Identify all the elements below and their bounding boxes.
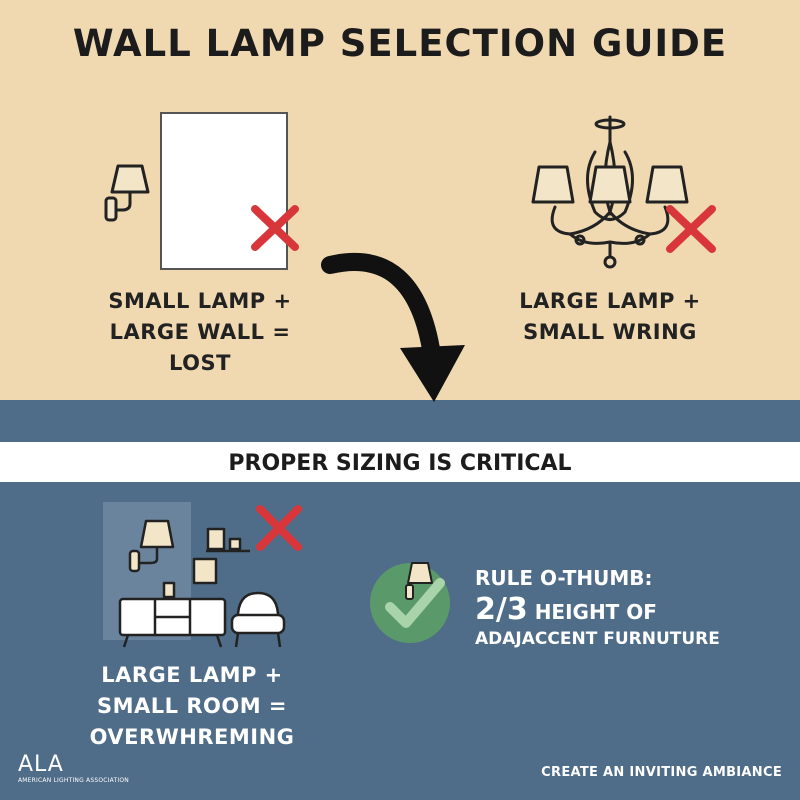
- bottom-left-caption: LARGE LAMP + SMALL ROOM = OVERWHREMING: [72, 660, 312, 753]
- banner: PROPER SIZING IS CRITICAL: [0, 442, 800, 482]
- x-mark-icon: [256, 505, 302, 551]
- chandelier-icon: [531, 115, 689, 269]
- top-right-caption: LARGE LAMP + SMALL WRING: [490, 286, 730, 348]
- x-mark-icon: [251, 205, 299, 251]
- caption-line: SMALL ROOM =: [96, 694, 288, 718]
- ala-logo: ALA AMERICAN LIGHTING ASSOCIATION: [18, 752, 129, 784]
- caption-line: LARGE LAMP +: [519, 289, 701, 313]
- top-section: WALL LAMP SELECTION GUIDE SMALL LAMP + L…: [0, 0, 800, 400]
- rule-fraction: 2/3: [475, 592, 528, 627]
- caption-line: LARGE WALL = LOST: [109, 320, 291, 375]
- logo-text: ALA: [18, 752, 64, 777]
- page-title: WALL LAMP SELECTION GUIDE: [72, 22, 728, 65]
- rule-furniture: ADAJACCENT FURNUTURE: [475, 629, 720, 649]
- top-left-caption: SMALL LAMP + LARGE WALL = LOST: [80, 286, 320, 379]
- armchair-icon: [230, 591, 286, 648]
- sideboard-icon: [118, 597, 227, 648]
- rule-heading: RULE O-THUMB:: [475, 566, 653, 590]
- caption-line: SMALL LAMP +: [108, 289, 292, 313]
- room-illustration: [118, 519, 286, 648]
- large-wall-panel: [160, 112, 288, 270]
- logo-subtitle: AMERICAN LIGHTING ASSOCIATION: [18, 777, 129, 784]
- rule-ratio-line: 2/3 HEIGHT OF: [475, 592, 720, 627]
- curved-arrow-icon: [321, 252, 465, 402]
- rule-of-thumb: RULE O-THUMB: 2/3 HEIGHT OF ADAJACCENT F…: [475, 566, 720, 649]
- check-mark-icon: [370, 562, 450, 643]
- caption-line: LARGE LAMP +: [101, 663, 283, 687]
- wall-sconce-icon: [104, 164, 150, 222]
- caption-line: SMALL WRING: [523, 320, 697, 344]
- x-mark-icon: [666, 205, 716, 253]
- tagline: CREATE AN INVITING AMBIANCE: [541, 765, 782, 780]
- caption-line: OVERWHREMING: [89, 725, 295, 749]
- rule-ratio-text: HEIGHT OF: [534, 600, 657, 624]
